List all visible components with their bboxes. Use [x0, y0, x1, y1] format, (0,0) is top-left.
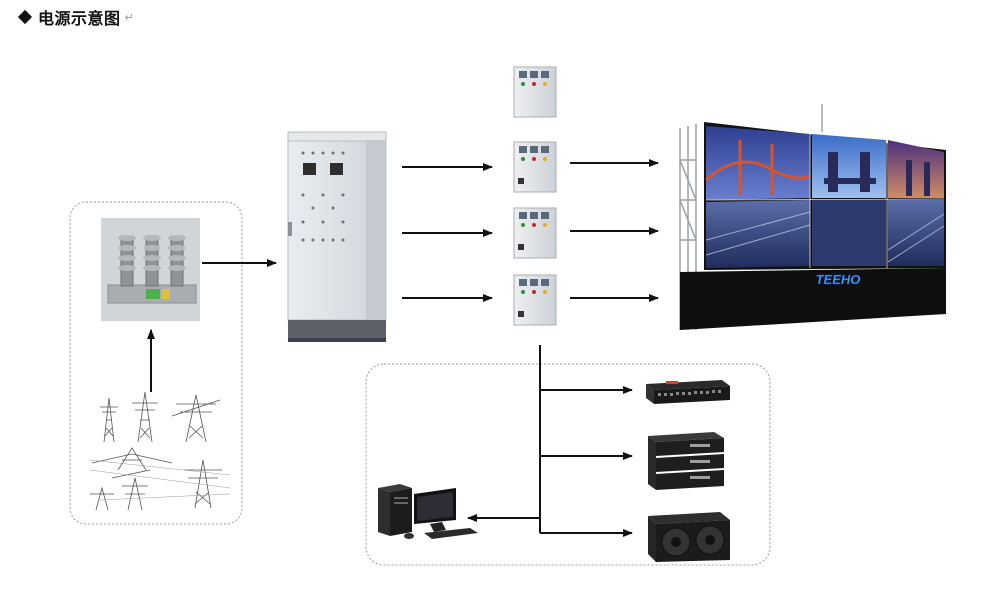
- vacuum-circuit-breaker-icon: [101, 218, 200, 321]
- video-wall: TEEHO ·: [679, 104, 952, 330]
- video-matrix-switcher-icon: [646, 380, 730, 404]
- diagram-title: 电源示意图 ↵: [17, 6, 134, 28]
- desktop-computer-icon: [378, 484, 478, 539]
- title-text: 电源示意图: [38, 11, 121, 28]
- power-amplifier-icon: [648, 432, 724, 490]
- distribution-box-1: [513, 66, 557, 118]
- av-group-border: [365, 363, 771, 566]
- main-distribution-cabinet: [287, 131, 387, 342]
- distribution-box-4: [513, 274, 557, 326]
- distribution-box-2: [513, 141, 557, 193]
- svg-text:·: ·: [950, 192, 952, 198]
- power-tower-icon: [89, 391, 231, 511]
- return-mark: ↵: [124, 11, 134, 24]
- distribution-box-3: [513, 207, 557, 259]
- subwoofer-speaker-icon: [648, 512, 730, 562]
- video-wall-brand: TEEHO: [816, 272, 861, 287]
- source-group-border: [69, 201, 243, 525]
